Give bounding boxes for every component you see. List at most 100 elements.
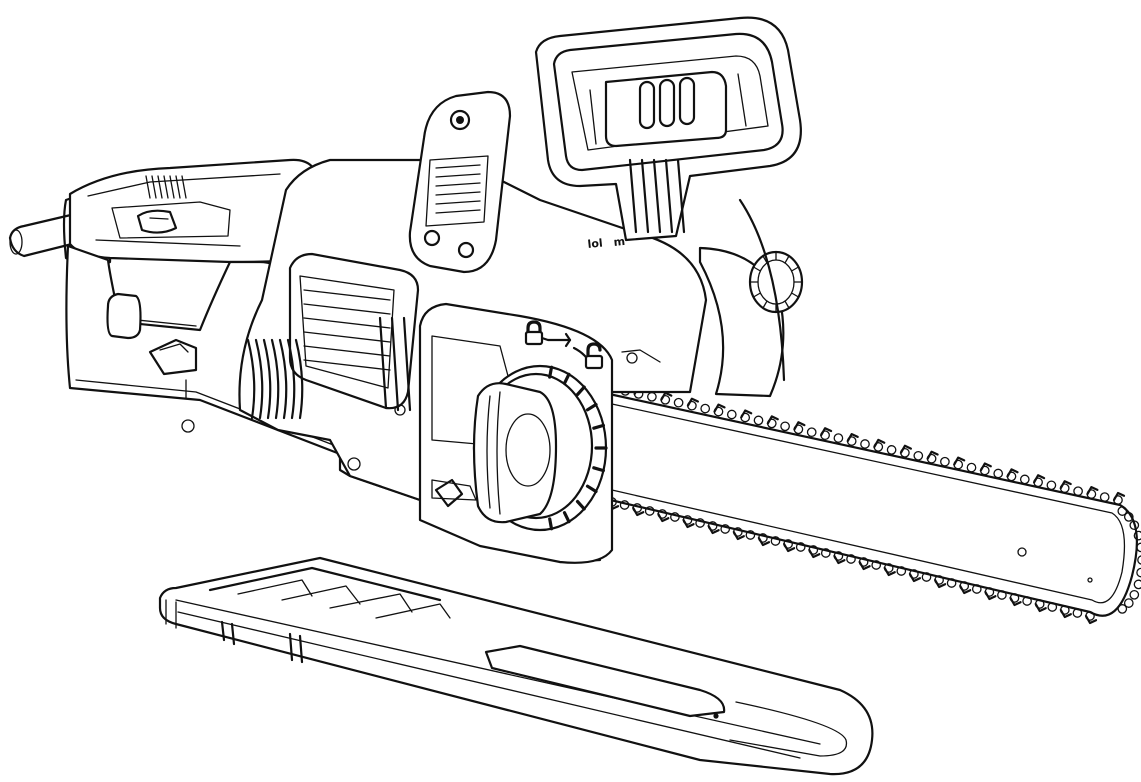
oil-tank-cap — [621, 198, 804, 398]
chain-cutter — [899, 444, 912, 454]
chain-link — [1129, 520, 1140, 531]
chain-cutter — [740, 409, 753, 419]
chain-link — [1022, 596, 1032, 606]
chain-cutter — [1033, 474, 1046, 484]
chain-link — [1136, 567, 1141, 578]
chain-cutter — [883, 566, 896, 577]
chain-link — [745, 530, 756, 540]
chain-cutter — [682, 518, 695, 529]
chain-cutter — [1034, 602, 1047, 613]
chain-link — [695, 518, 705, 528]
chain-cutter — [858, 560, 871, 571]
chain-link — [619, 500, 630, 510]
tension-knob — [472, 364, 608, 532]
chain-cutter — [1084, 614, 1098, 625]
chain-cutter — [873, 438, 886, 448]
bar-cover — [158, 556, 874, 776]
chain-link — [670, 512, 680, 522]
chain-link — [770, 536, 781, 546]
chain-cutter — [820, 427, 833, 437]
chain-cutter — [1059, 480, 1072, 490]
chain-link — [806, 427, 817, 438]
chain-cutter — [1059, 608, 1072, 619]
lock-mark: lol m — [587, 235, 626, 251]
grip-ribs — [145, 175, 187, 199]
chain-cutter — [766, 415, 779, 425]
chain-cutter — [713, 403, 726, 413]
chain-link — [1073, 486, 1083, 497]
lock-mark-suffix: m — [613, 235, 626, 249]
chain-link — [993, 468, 1004, 479]
lock-mark-text: lol — [587, 236, 603, 251]
chain-cutter — [959, 584, 972, 595]
chain-link — [971, 584, 982, 594]
chain-link — [871, 560, 882, 570]
chain-link — [644, 506, 655, 516]
chain-link — [753, 415, 764, 426]
chain-cutter — [657, 512, 670, 523]
chain-link — [673, 397, 684, 408]
chain-cutter — [926, 450, 939, 460]
chain-cutter — [908, 572, 921, 583]
air-vents — [303, 289, 391, 371]
chain-link — [780, 421, 790, 432]
chain-link — [795, 542, 806, 552]
chain-link — [1133, 530, 1141, 541]
chain-link — [1123, 512, 1134, 522]
chain-cutter — [707, 524, 720, 535]
chain-link — [1046, 480, 1057, 491]
chain-cutter — [846, 433, 859, 443]
chain-link — [896, 566, 907, 576]
chain-cutter — [979, 462, 992, 472]
chain-cutter — [1009, 596, 1022, 607]
chain-link — [1133, 579, 1141, 590]
chain-link — [820, 548, 831, 558]
chain-link — [913, 450, 924, 461]
chain-cutter — [934, 578, 947, 589]
chain-link — [997, 590, 1007, 600]
chain-link — [940, 456, 950, 467]
chain-cutter — [833, 554, 846, 565]
chain-cutter — [686, 397, 699, 407]
chain-cutter — [953, 456, 966, 466]
chain-link — [946, 578, 957, 588]
chain-link — [1047, 602, 1058, 612]
chain-link — [846, 554, 856, 564]
front-handguard — [408, 90, 512, 274]
chain-link — [1136, 542, 1141, 553]
padlock-closed-icon — [524, 320, 544, 346]
chain-link — [1117, 604, 1128, 614]
chain-cutter — [984, 590, 997, 601]
chain-link — [966, 462, 977, 473]
chain-link — [1019, 474, 1030, 485]
padlock-open-icon — [584, 342, 604, 370]
saw-chain — [606, 379, 1141, 625]
chain-link — [1129, 589, 1140, 600]
chain-link — [1137, 555, 1141, 565]
chain-link — [1072, 608, 1083, 618]
chain-link — [700, 403, 711, 414]
chain-link — [921, 572, 932, 582]
chain-cutter — [757, 536, 770, 547]
chain-cutter — [1086, 486, 1099, 496]
chain-cutter — [1112, 491, 1126, 502]
chain-link — [1123, 598, 1134, 608]
motor-grille — [246, 338, 304, 420]
chain-cutter — [632, 506, 645, 517]
guide-bar — [598, 390, 1138, 617]
chain-link — [1099, 492, 1110, 502]
chain-cutter — [793, 421, 806, 431]
chain-cutter — [783, 542, 796, 553]
chain-link — [720, 524, 731, 534]
chain-cutter — [808, 548, 821, 559]
chain-link — [886, 445, 897, 455]
chain-cutter — [732, 530, 745, 541]
front-handle — [534, 16, 802, 242]
chain-link — [726, 409, 737, 420]
chain-link — [647, 391, 657, 402]
chain-link — [860, 439, 870, 449]
chain-link — [1117, 506, 1128, 516]
chain-cutter — [1006, 468, 1019, 478]
